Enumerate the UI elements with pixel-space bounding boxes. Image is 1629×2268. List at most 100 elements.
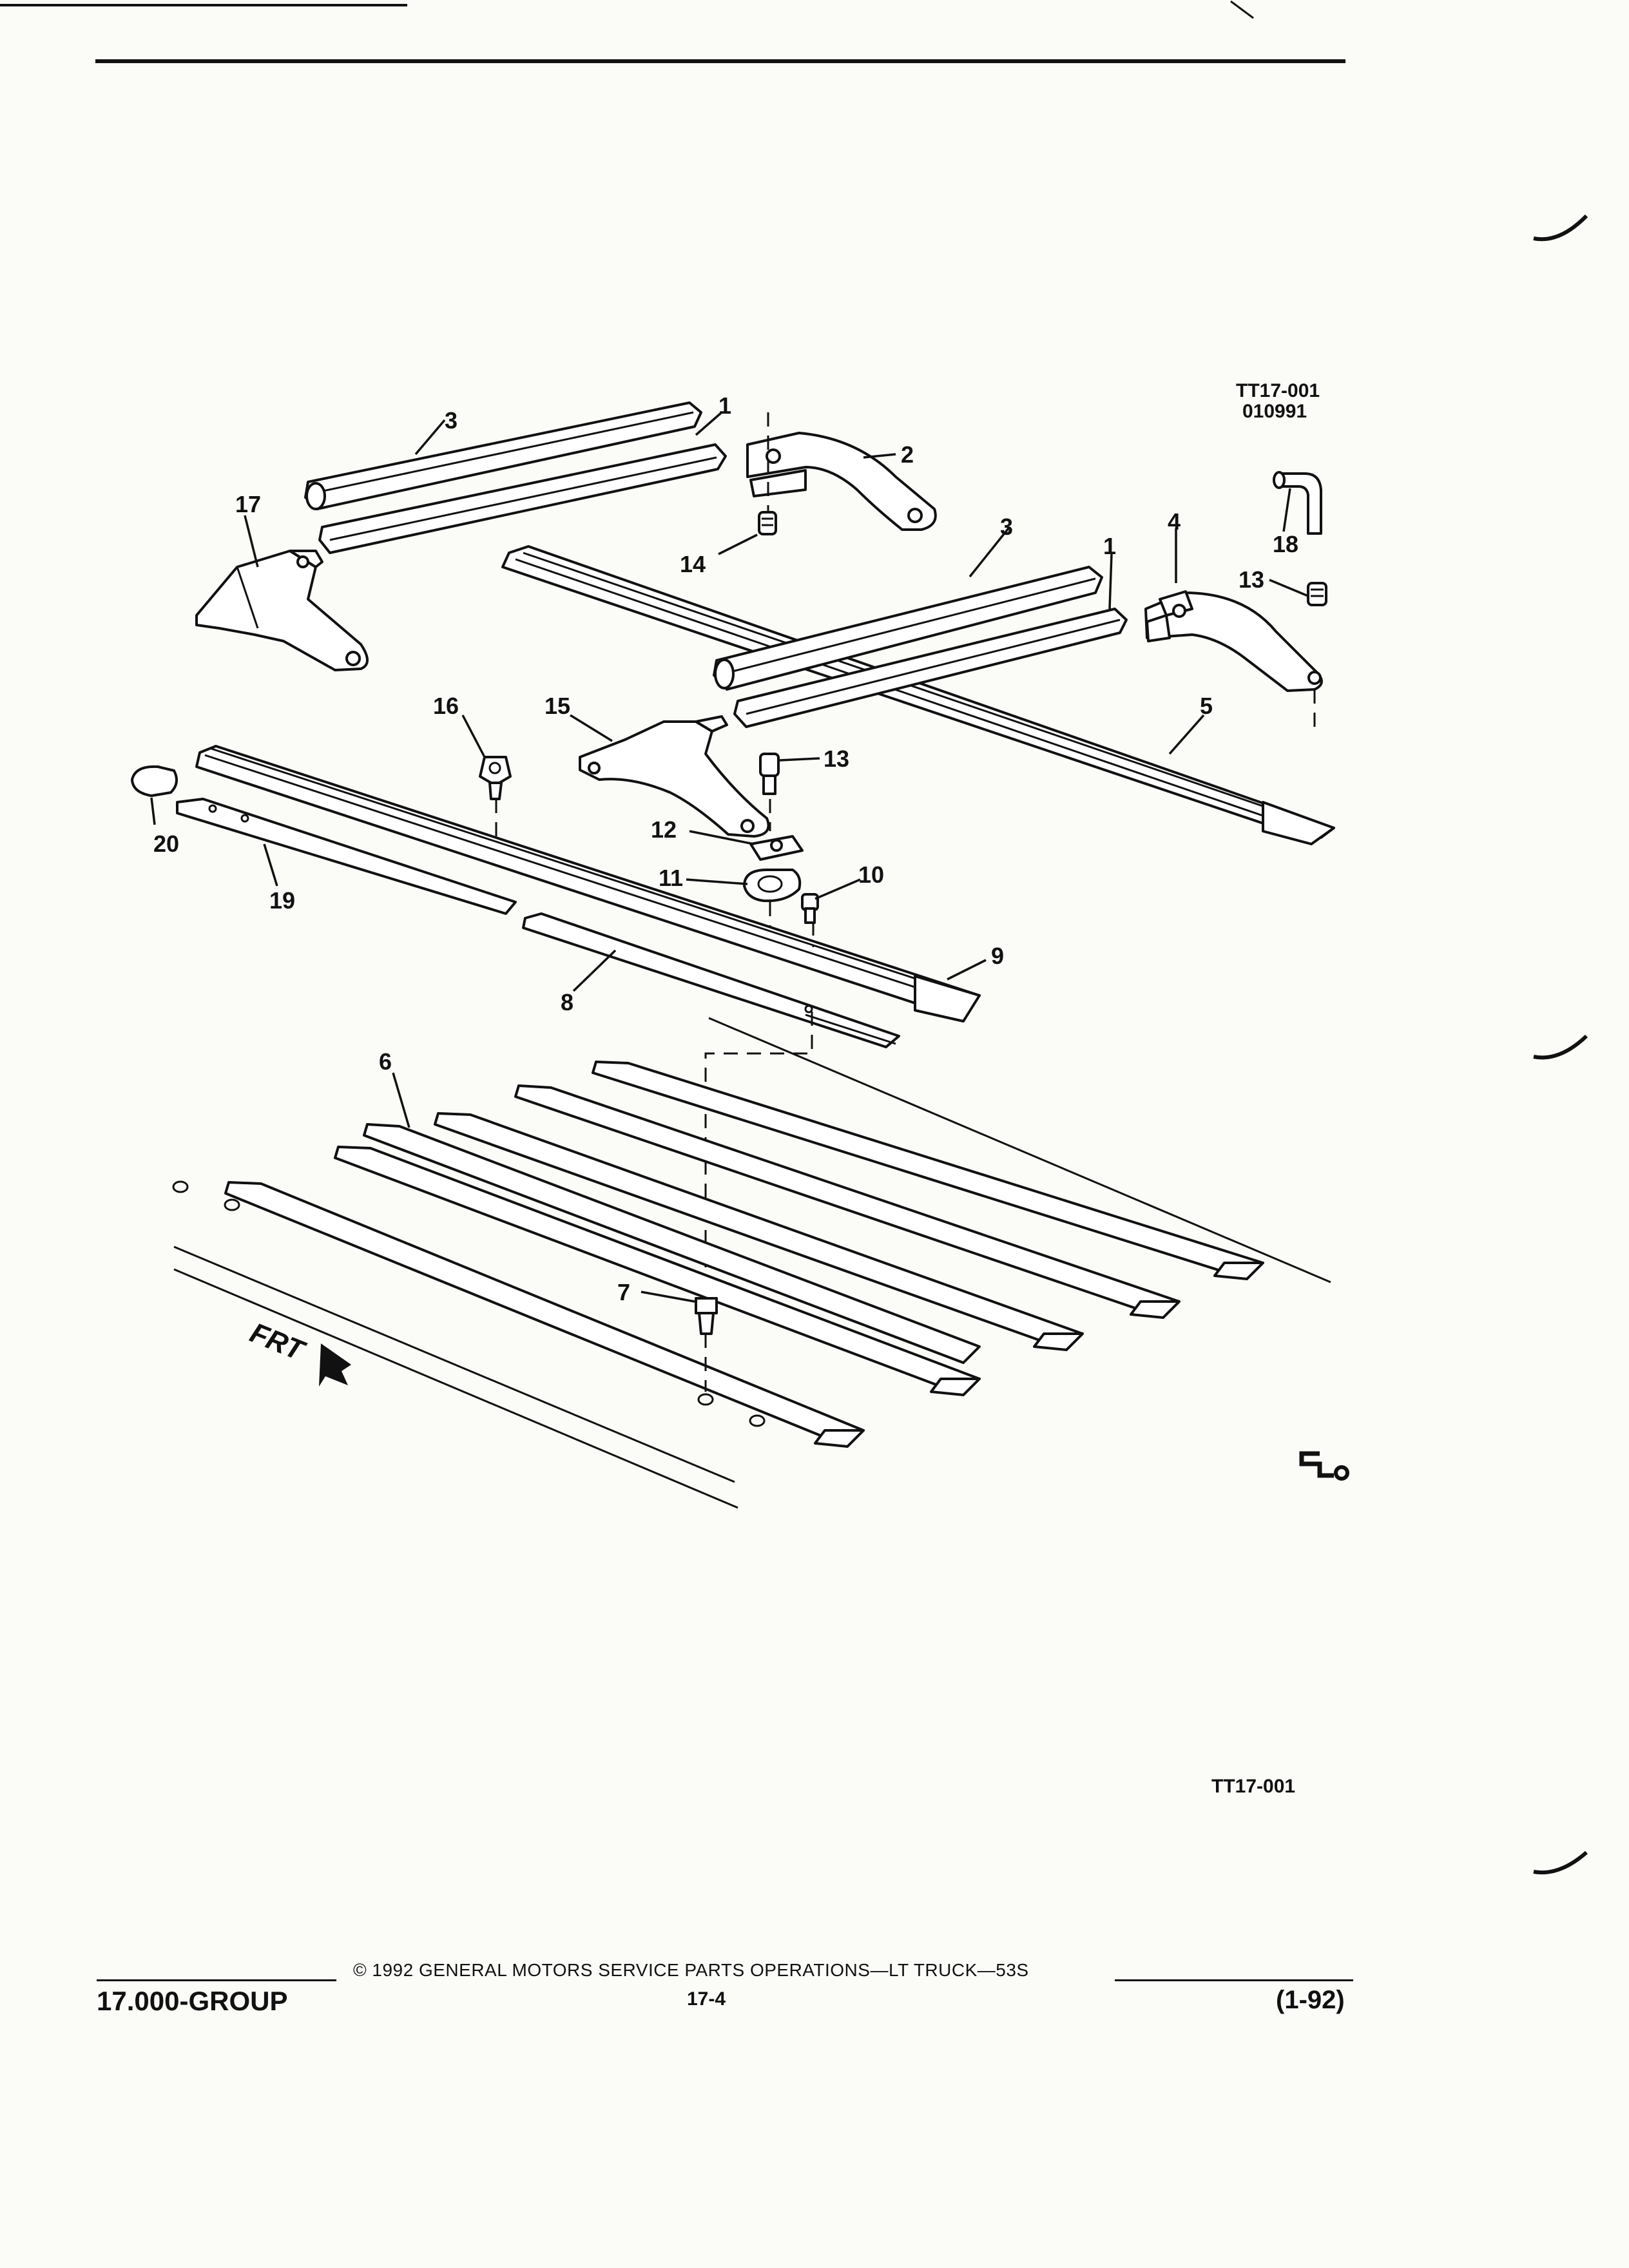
callout-3-upper: 3: [445, 407, 458, 434]
revision-date: (1-92): [1276, 1986, 1345, 2014]
floor-hole-2: [224, 1198, 240, 1211]
bed-floor-edge-left-2: [173, 1268, 738, 1509]
group-label: 17.000-GROUP: [97, 1986, 288, 2016]
leader-6: [392, 1072, 410, 1128]
callout-13-center: 13: [824, 745, 849, 772]
callout-9: 9: [991, 943, 1004, 969]
bed-floor-edge-right: [708, 1017, 1331, 1283]
callout-11: 11: [659, 865, 683, 891]
figure-code-top: TT17-001: [1236, 380, 1320, 401]
bed-strip-6: [224, 1181, 865, 1448]
callout-15: 15: [545, 693, 570, 719]
leader-20: [150, 797, 156, 825]
callout-16: 16: [433, 693, 459, 719]
leader-14: [718, 533, 758, 555]
header-rule: [95, 59, 1345, 63]
assembly-guide-line: [704, 1012, 813, 1289]
leader-2: [863, 453, 896, 459]
leader-13-center: [779, 757, 820, 762]
callout-13-right: 13: [1239, 566, 1264, 593]
leader-15: [570, 714, 613, 742]
part-3-upper-rail: [304, 401, 702, 510]
part-10-screw: [801, 893, 819, 924]
part-5-long-rail: [501, 545, 1335, 845]
part-12-clip: [749, 835, 804, 861]
part-17-bracket: [195, 550, 369, 671]
part-19-strip: [176, 798, 517, 915]
page-symbol-icon: [1299, 1451, 1334, 1478]
part-11-retainer: [743, 869, 802, 903]
callout-6: 6: [379, 1048, 392, 1075]
part-13-bolt-center: [759, 753, 780, 795]
callout-1-center: 1: [1103, 533, 1116, 559]
leader-17: [244, 515, 259, 568]
callout-20: 20: [153, 831, 179, 857]
callout-17: 17: [235, 491, 261, 517]
figure-date-code: 010991: [1242, 401, 1307, 422]
page-number: 17-4: [687, 1988, 726, 2010]
part-4-bracket: [1144, 590, 1323, 692]
callout-12: 12: [651, 816, 677, 843]
frt-arrow-icon: [319, 1343, 351, 1387]
leader-10: [815, 878, 861, 900]
callout-8: 8: [561, 989, 574, 1015]
binder-mark-middle: [1533, 1034, 1588, 1060]
callout-4: 4: [1168, 508, 1181, 535]
part-6-strip: [363, 1123, 981, 1364]
callout-2: 2: [901, 441, 914, 468]
copyright-notice: © 1992 GENERAL MOTORS SERVICE PARTS OPER…: [353, 1960, 1029, 1980]
corner-tick: [1230, 0, 1254, 19]
part-14-bolt: [758, 511, 777, 535]
bed-floor-edge-left-1: [173, 1245, 735, 1483]
callout-7: 7: [617, 1279, 630, 1305]
part-7-fastener: [695, 1297, 718, 1335]
callout-18: 18: [1273, 531, 1298, 557]
part-8-strip: [522, 912, 900, 1048]
callout-19: 19: [269, 887, 295, 914]
part-15-bracket: [579, 715, 770, 838]
bed-strip-3: [434, 1112, 1084, 1351]
callout-1-upper: 1: [718, 392, 731, 419]
part-18-elbow: [1273, 471, 1322, 535]
callout-10: 10: [858, 861, 884, 888]
leader-7: [641, 1291, 695, 1303]
top-corner-rule: [0, 4, 407, 6]
bed-strip-1: [592, 1061, 1264, 1280]
frt-label: FRT: [246, 1317, 310, 1367]
footer-rule-right: [1115, 1979, 1353, 1981]
page-symbol-dot: [1334, 1465, 1349, 1481]
leader-1-center: [1108, 553, 1113, 610]
floor-hole-3: [697, 1393, 714, 1406]
part-1-center-strip: [733, 608, 1128, 728]
binder-mark-bottom: [1533, 1850, 1588, 1875]
binder-mark-top: [1533, 214, 1588, 242]
front-direction-indicator: FRT: [246, 1317, 351, 1387]
callout-5: 5: [1200, 693, 1213, 719]
part-16-clip: [479, 756, 512, 800]
leader-13-right: [1269, 579, 1309, 597]
leader-1-upper: [695, 411, 723, 436]
part-1-upper-strip: [318, 443, 727, 554]
part-9-front-rail: [195, 745, 981, 1023]
figure-code-bottom: TT17-001: [1211, 1776, 1295, 1797]
leader-5: [1168, 714, 1205, 755]
part-3-center-rail: [713, 566, 1103, 691]
leader-16: [461, 715, 486, 758]
bed-strip-2: [514, 1084, 1181, 1319]
floor-hole-1: [172, 1180, 189, 1193]
leader-3-center: [969, 527, 1010, 578]
footer-rule-left: [97, 1979, 336, 1981]
leader-3-upper: [414, 419, 446, 456]
leader-8: [572, 949, 617, 992]
leader-18: [1282, 488, 1291, 532]
leader-9: [947, 959, 987, 981]
floor-hole-4: [749, 1414, 766, 1427]
leader-12: [689, 830, 755, 845]
leader-19: [263, 843, 278, 887]
part-20-end-cap: [131, 765, 178, 797]
part-13-bolt-right: [1307, 582, 1327, 606]
callout-14: 14: [680, 551, 706, 577]
part-2-bracket: [746, 432, 937, 531]
leader-11: [686, 878, 748, 885]
